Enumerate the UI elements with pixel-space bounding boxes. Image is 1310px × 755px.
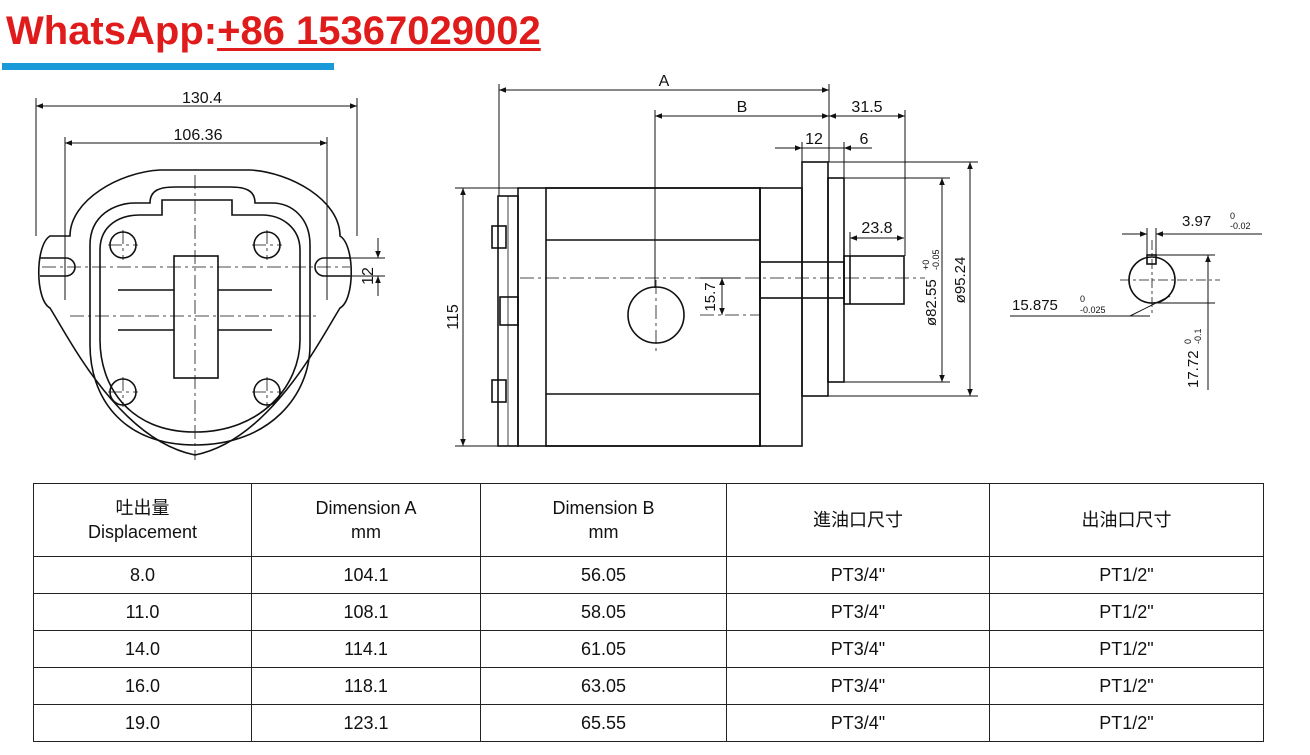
flange-offset-label: 31.5 [851, 99, 882, 116]
cell-dimension-b: 58.05 [480, 593, 727, 631]
flange-dia-label: ø95.24 [952, 257, 969, 304]
cell-dimension-a: 104.1 [251, 556, 481, 594]
cell-inlet-port: PT3/4" [726, 593, 990, 631]
cell-dimension-b: 63.05 [480, 667, 727, 705]
side-view [455, 84, 978, 447]
port-offset-label: 15.7 [702, 282, 719, 311]
table-row: 19.0 123.1 65.55 PT3/4" PT1/2" [33, 704, 1264, 742]
whatsapp-number: +86 15367029002 [217, 9, 541, 53]
svg-text:17.72: 17.72 [1185, 350, 1202, 388]
cell-inlet-port: PT3/4" [726, 704, 990, 742]
table-row: 8.0 104.1 56.05 PT3/4" PT1/2" [33, 556, 1264, 594]
svg-text:-0.025: -0.025 [1080, 305, 1106, 315]
svg-text:0: 0 [1183, 339, 1193, 344]
cell-displacement: 19.0 [33, 704, 252, 742]
whatsapp-label: WhatsApp: [6, 9, 218, 53]
cell-inlet-port: PT3/4" [726, 556, 990, 594]
table-row: 14.0 114.1 61.05 PT3/4" PT1/2" [33, 630, 1264, 668]
svg-text:-0.1: -0.1 [1193, 328, 1203, 344]
header-inlet-port: 進油口尺寸 [726, 483, 990, 557]
svg-text:3.97: 3.97 [1182, 213, 1211, 230]
front-slot-label: 12 [360, 267, 377, 285]
spigot-label: 6 [860, 131, 869, 148]
cell-dimension-b: 56.05 [480, 556, 727, 594]
cell-outlet-port: PT1/2" [989, 593, 1264, 631]
shaft-length-label: 23.8 [861, 220, 892, 237]
shaft-end-view [1010, 228, 1262, 390]
shaft-dia-label: 15.875 0 -0.025 [1012, 294, 1106, 315]
cell-displacement: 11.0 [33, 593, 252, 631]
cell-dimension-a: 108.1 [251, 593, 481, 631]
svg-text:0: 0 [1230, 211, 1235, 221]
cell-displacement: 16.0 [33, 667, 252, 705]
cell-outlet-port: PT1/2" [989, 704, 1264, 742]
whatsapp-contact: WhatsApp:+86 15367029002 [6, 6, 541, 56]
cell-displacement: 8.0 [33, 556, 252, 594]
cell-dimension-a: 123.1 [251, 704, 481, 742]
svg-text:ø82.55: ø82.55 [923, 279, 940, 326]
pump-technical-drawing: 130.4 106.36 12 [35, 73, 1262, 460]
key-height-label: 17.72 0 -0.1 [1183, 328, 1203, 388]
cell-dimension-a: 114.1 [251, 630, 481, 668]
svg-text:-0.05: -0.05 [931, 249, 941, 270]
cell-displacement: 14.0 [33, 630, 252, 668]
flange-thickness-label: 12 [805, 131, 823, 148]
height-label: 115 [445, 304, 462, 330]
dim-b-label: B [737, 99, 748, 116]
svg-text:0: 0 [1080, 294, 1085, 304]
cell-inlet-port: PT3/4" [726, 630, 990, 668]
spigot-dia-label: ø82.55 +0 -0.05 [921, 249, 941, 326]
table-row: 11.0 108.1 58.05 PT3/4" PT1/2" [33, 593, 1264, 631]
front-width-inner-label: 106.36 [174, 127, 223, 144]
cell-outlet-port: PT1/2" [989, 556, 1264, 594]
cell-outlet-port: PT1/2" [989, 630, 1264, 668]
cell-dimension-a: 118.1 [251, 667, 481, 705]
front-width-outer-label: 130.4 [182, 90, 222, 107]
header-underline-bar [2, 63, 334, 70]
svg-text:-0.02: -0.02 [1230, 221, 1251, 231]
header-outlet-port: 出油口尺寸 [989, 483, 1264, 557]
cell-dimension-b: 61.05 [480, 630, 727, 668]
table-row: 16.0 118.1 63.05 PT3/4" PT1/2" [33, 667, 1264, 705]
cell-dimension-b: 65.55 [480, 704, 727, 742]
cell-inlet-port: PT3/4" [726, 667, 990, 705]
cell-outlet-port: PT1/2" [989, 667, 1264, 705]
key-width-label: 3.97 0 -0.02 [1182, 211, 1251, 231]
svg-text:15.875: 15.875 [1012, 297, 1058, 314]
front-view [35, 98, 385, 460]
svg-text:+0: +0 [921, 260, 931, 270]
dim-a-label: A [659, 73, 670, 90]
